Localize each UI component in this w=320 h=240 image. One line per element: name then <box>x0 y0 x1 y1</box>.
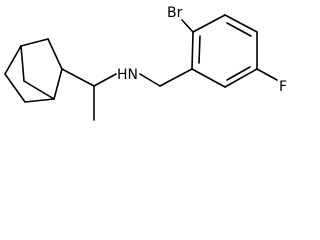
substituents <box>181 19 278 81</box>
bond <box>191 31 194 70</box>
bridge-bond <box>20 45 25 82</box>
bond <box>20 38 49 47</box>
molecule-structure: Br HN F <box>4 5 287 121</box>
double-bond-inner <box>198 35 201 64</box>
bond <box>139 73 161 87</box>
double-bond-inner <box>226 22 252 37</box>
bond <box>4 45 22 75</box>
benzene-ring <box>191 14 258 88</box>
bond <box>4 73 26 103</box>
bond <box>224 68 258 88</box>
bond <box>181 19 194 33</box>
bond <box>47 38 63 70</box>
fluorine-label: F <box>279 79 287 95</box>
bond <box>24 98 55 103</box>
bond <box>224 14 258 33</box>
double-bond-inner <box>226 66 251 81</box>
amine-label: HN <box>117 67 138 83</box>
bromine-label: Br <box>167 5 183 21</box>
bond <box>93 73 117 87</box>
bond <box>61 68 95 87</box>
norbornane-ring <box>4 38 63 103</box>
bond <box>191 68 226 88</box>
bridge-bond <box>23 80 55 100</box>
side-chain <box>61 68 193 121</box>
bond <box>159 68 193 87</box>
bond <box>256 68 278 81</box>
bond <box>192 14 226 33</box>
bond <box>53 68 63 100</box>
